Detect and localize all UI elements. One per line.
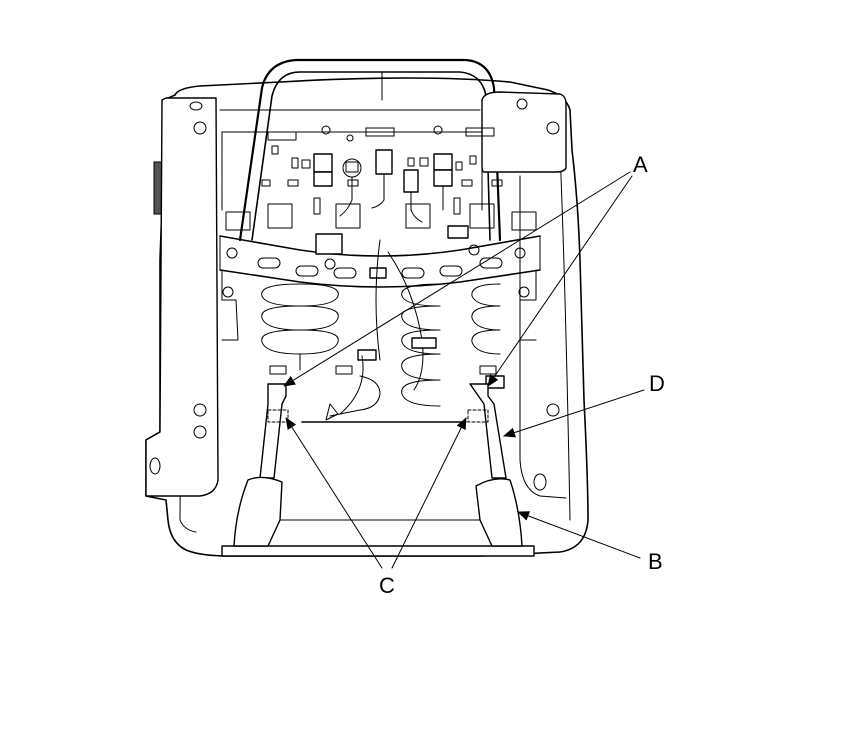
lower-structure bbox=[221, 421, 535, 557]
bolt-hole bbox=[193, 425, 207, 439]
bolt-hole bbox=[533, 473, 547, 491]
bolt-hole bbox=[546, 121, 560, 135]
clip-c-right bbox=[467, 409, 489, 423]
connector bbox=[313, 153, 333, 173]
connector bbox=[403, 169, 419, 193]
cushion-outline bbox=[145, 77, 589, 557]
clip bbox=[411, 337, 437, 349]
leader-a-right bbox=[487, 175, 633, 387]
leader-c-right bbox=[391, 417, 467, 569]
bracket-row bbox=[225, 197, 537, 231]
connector bbox=[433, 169, 453, 187]
right-side-frame bbox=[481, 91, 567, 499]
leader-b bbox=[517, 511, 641, 559]
connector bbox=[433, 153, 453, 171]
connector bbox=[375, 149, 393, 175]
callout-a: A bbox=[633, 152, 648, 177]
right-buckle-assembly bbox=[467, 383, 523, 547]
bolt-hole bbox=[516, 98, 528, 110]
front-rail bbox=[221, 545, 535, 557]
callout-b: B bbox=[648, 549, 663, 574]
buckle-boot-left bbox=[233, 476, 283, 547]
clip bbox=[447, 225, 469, 239]
callout-c: C bbox=[379, 573, 395, 598]
cross-member bbox=[219, 225, 541, 288]
bolt-hole bbox=[193, 121, 207, 135]
rear-bar bbox=[238, 58, 502, 242]
callout-d: D bbox=[649, 371, 665, 396]
connector bbox=[313, 171, 333, 187]
clip bbox=[369, 267, 387, 279]
leader-a-left bbox=[283, 171, 631, 387]
callout-labels: A D B C bbox=[379, 152, 665, 598]
clip-c-left bbox=[267, 409, 289, 423]
left-side-frame bbox=[145, 97, 219, 497]
leader-lines bbox=[283, 171, 645, 569]
bolt-hole bbox=[149, 457, 161, 475]
leader-d bbox=[503, 389, 645, 438]
left-buckle-assembly bbox=[233, 383, 289, 547]
upper-panel bbox=[219, 71, 503, 223]
clip bbox=[315, 233, 343, 255]
inner-rails bbox=[221, 269, 537, 341]
bolt-hole bbox=[193, 403, 207, 417]
buckle-boot-right bbox=[475, 478, 523, 547]
clip bbox=[357, 349, 377, 361]
springs bbox=[261, 239, 505, 421]
leader-c-left bbox=[285, 417, 383, 569]
bolt-hole bbox=[546, 403, 560, 417]
